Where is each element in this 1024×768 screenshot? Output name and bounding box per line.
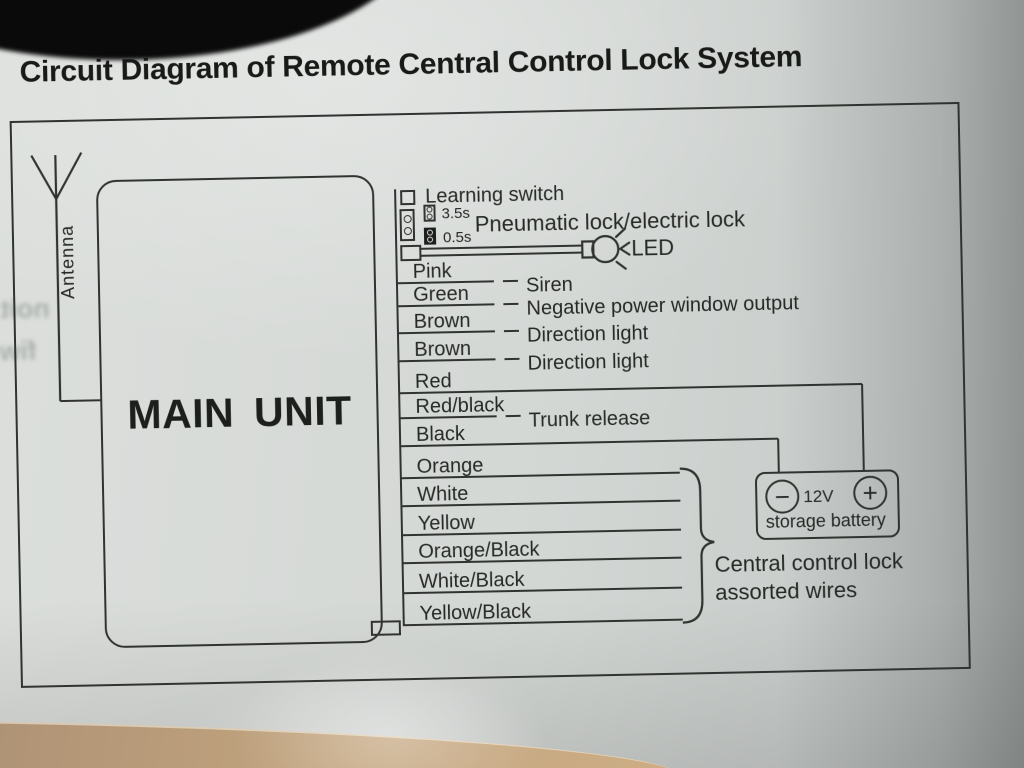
wire-line — [398, 358, 496, 363]
wire-function-dash — [503, 302, 519, 306]
wire-function-dash — [502, 279, 518, 283]
led-icon — [581, 227, 631, 270]
brace-label-line2: assorted wires — [714, 577, 858, 605]
minus-icon: − — [774, 481, 791, 512]
page-glare — [230, 640, 550, 768]
wire-line — [399, 415, 497, 420]
battery-voltage: 12V — [803, 486, 834, 507]
wire-line — [399, 382, 863, 395]
wire-function-label: Direction light — [527, 350, 649, 375]
wire-line — [397, 303, 495, 308]
brace-icon — [679, 467, 715, 624]
wire-function-dash — [503, 329, 519, 333]
battery-type-label: storage battery — [765, 509, 887, 532]
wire-function-label: Direction light — [526, 322, 649, 347]
wire-function-label: Trunk release — [528, 407, 651, 432]
antenna-icon — [30, 152, 83, 402]
wire-line — [397, 330, 495, 335]
wire-function-label: Siren — [525, 273, 573, 297]
wire-function-dash — [505, 414, 521, 418]
brace-label-line1: Central control lock — [714, 548, 904, 577]
wire-function-dash — [504, 357, 520, 361]
wire-function-label: Negative power window output — [526, 292, 800, 320]
plus-icon: + — [862, 477, 879, 508]
